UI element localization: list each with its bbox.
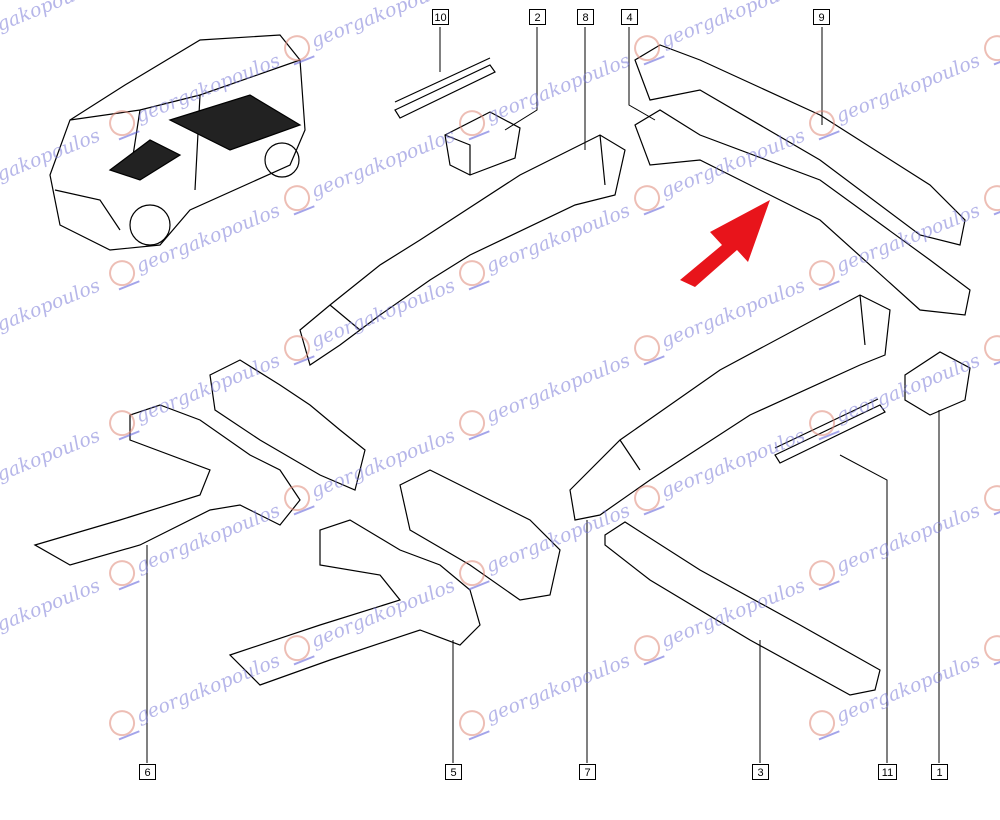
part-4: [634, 109, 971, 316]
vehicle-illustration: [49, 34, 306, 251]
part-8: [299, 134, 626, 366]
callout-5[interactable]: 5: [445, 764, 462, 780]
callout-3[interactable]: 3: [752, 764, 769, 780]
callout-8[interactable]: 8: [577, 9, 594, 25]
part-2: [444, 111, 521, 176]
callout-10[interactable]: 10: [432, 9, 449, 25]
part-10: [394, 57, 496, 119]
part-3: [604, 521, 881, 696]
callout-2[interactable]: 2: [529, 9, 546, 25]
callout-7[interactable]: 7: [579, 764, 596, 780]
callout-6[interactable]: 6: [139, 764, 156, 780]
callout-11[interactable]: 11: [878, 764, 897, 780]
callout-4[interactable]: 4: [621, 9, 638, 25]
part-7: [569, 294, 891, 521]
leader-lines: [146, 27, 940, 763]
callout-1[interactable]: 1: [931, 764, 948, 780]
part-11: [774, 398, 886, 464]
red-arrow-indicator: [680, 200, 770, 287]
part-9: [634, 44, 966, 246]
part-6: [33, 359, 366, 566]
part-1: [904, 351, 971, 416]
part-5: [228, 469, 561, 686]
callout-9[interactable]: 9: [813, 9, 830, 25]
